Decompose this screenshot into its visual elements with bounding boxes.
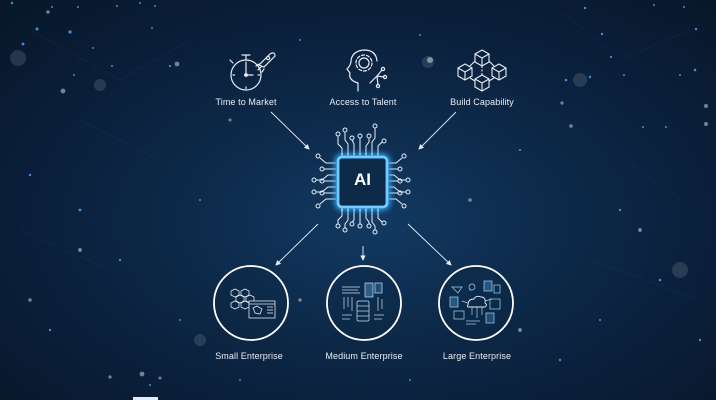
small-enterprise-circle xyxy=(213,265,289,341)
arrow-small-enterprise xyxy=(275,223,319,266)
stopwatch-rocket-icon xyxy=(229,52,276,91)
arrow-large-enterprise xyxy=(407,223,452,266)
output-label-large-enterprise: Large Enterprise xyxy=(442,351,512,361)
input-label-time-to-market: Time to Market xyxy=(215,97,277,107)
ai-chip-icon xyxy=(311,123,411,235)
head-gear-icon xyxy=(346,49,388,92)
arrow-time-to-market xyxy=(270,111,310,150)
cubes-dashboard-icon xyxy=(230,288,276,319)
arrow-build-capability xyxy=(418,111,457,150)
output-label-small-enterprise: Small Enterprise xyxy=(215,351,283,361)
input-label-build-capability: Build Capability xyxy=(450,97,514,107)
server-dashboard-icon xyxy=(342,282,384,322)
ai-chip-label: AI xyxy=(354,170,371,189)
large-enterprise-circle xyxy=(438,265,514,341)
input-label-access-to-talent: Access to Talent xyxy=(329,97,397,107)
medium-enterprise-circle xyxy=(326,265,402,341)
output-label-medium-enterprise: Medium Enterprise xyxy=(325,351,403,361)
bottom-edge-marker xyxy=(133,397,158,400)
cloud-network-dashboard-icon xyxy=(449,280,501,325)
cube-network-icon xyxy=(457,49,507,92)
